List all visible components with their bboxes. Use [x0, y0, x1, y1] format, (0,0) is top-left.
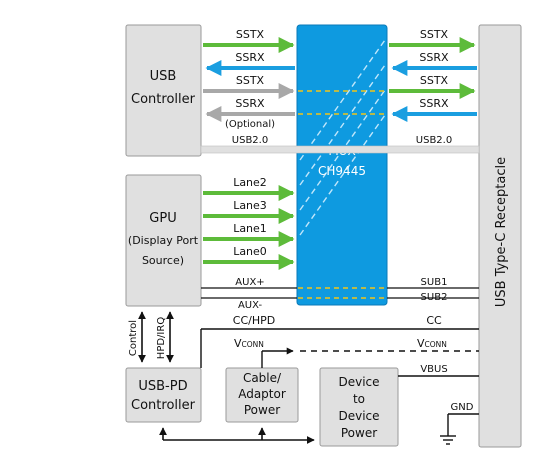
right-ssrx-2-label: SSRX: [419, 97, 449, 110]
cable-power-label-1: Cable/: [243, 371, 282, 385]
vconn-right-label: VCONN: [417, 337, 447, 350]
control-label: Control: [128, 320, 139, 356]
gpu-block: [125, 174, 202, 307]
usb-pd-controller-block: [125, 367, 202, 423]
right-sstx-2-label: SSTX: [420, 74, 449, 87]
vconn-right-main: V: [417, 337, 425, 350]
left-ssrx-1-label: SSRX: [235, 51, 265, 64]
right-usb-arrows: [389, 37, 477, 122]
right-sstx-1-label: SSTX: [420, 28, 449, 41]
lane3-label: Lane3: [233, 199, 267, 212]
gpu-label-1: GPU: [149, 211, 176, 226]
usb-controller-label-1: USB: [150, 69, 177, 84]
left-ssrx-2-label: SSRX: [235, 97, 265, 110]
gpu-lane-arrows: [203, 185, 295, 270]
usb-pd-label-1: USB-PD: [138, 379, 187, 394]
control-hpd-arrows: [138, 311, 174, 363]
vconn-left-label: VCONN: [234, 337, 264, 350]
gpu-label-3: Source): [142, 254, 184, 267]
device-to-device-power-block: [319, 367, 399, 447]
lane0-label: Lane0: [233, 245, 267, 258]
vconn-left-sub: CONN: [242, 340, 264, 349]
sub2-label: SUB2: [421, 292, 448, 303]
vconn-path: [261, 347, 479, 368]
device-power-label-2: to: [353, 392, 365, 406]
left-sstx-1-label: SSTX: [236, 28, 265, 41]
lane1-label: Lane1: [233, 222, 267, 235]
usb-pd-label-2: Controller: [131, 398, 196, 413]
left-sstx-2-label: SSTX: [236, 74, 265, 87]
optional-label: (Optional): [225, 119, 275, 130]
gnd-path: [440, 413, 479, 445]
device-power-label-3: Device: [338, 409, 379, 423]
right-ssrx-1-label: SSRX: [419, 51, 449, 64]
usb-controller-label-2: Controller: [131, 92, 196, 107]
vconn-left-main: V: [234, 337, 242, 350]
device-power-label-4: Power: [341, 426, 377, 440]
aux-plus-label: AUX+: [235, 277, 264, 288]
gpu-label-2: (Display Port: [128, 234, 199, 247]
left-usb2-label: USB2.0: [232, 135, 268, 146]
mux-passthrough-dashes: [298, 90, 386, 299]
cc-label: CC: [426, 314, 442, 327]
device-power-label-1: Device: [338, 375, 379, 389]
usb-type-c-receptacle-block: [478, 24, 522, 448]
vbus-label: VBUS: [420, 364, 447, 375]
power-bus: [159, 427, 315, 444]
aux-lines: [201, 287, 479, 299]
left-usb-arrows: [203, 37, 295, 122]
gnd-label: GND: [451, 402, 474, 413]
cable-power-label-3: Power: [244, 403, 280, 417]
cc-hpd-label: CC/HPD: [233, 314, 275, 327]
vconn-right-sub: CONN: [425, 340, 447, 349]
lane2-label: Lane2: [233, 176, 267, 189]
right-usb2-label: USB2.0: [416, 135, 452, 146]
hpd-irq-label: HPD/IRQ: [156, 317, 167, 360]
cable-power-label-2: Adaptor: [238, 387, 286, 401]
usb2-bypass-bar: [200, 145, 480, 154]
sub1-label: SUB1: [421, 277, 448, 288]
aux-minus-label: AUX-: [238, 300, 263, 311]
mux-label-2: CH9445: [318, 164, 366, 178]
receptacle-label: USB Type-C Receptacle: [494, 157, 509, 307]
usb-controller-block: [125, 24, 202, 157]
